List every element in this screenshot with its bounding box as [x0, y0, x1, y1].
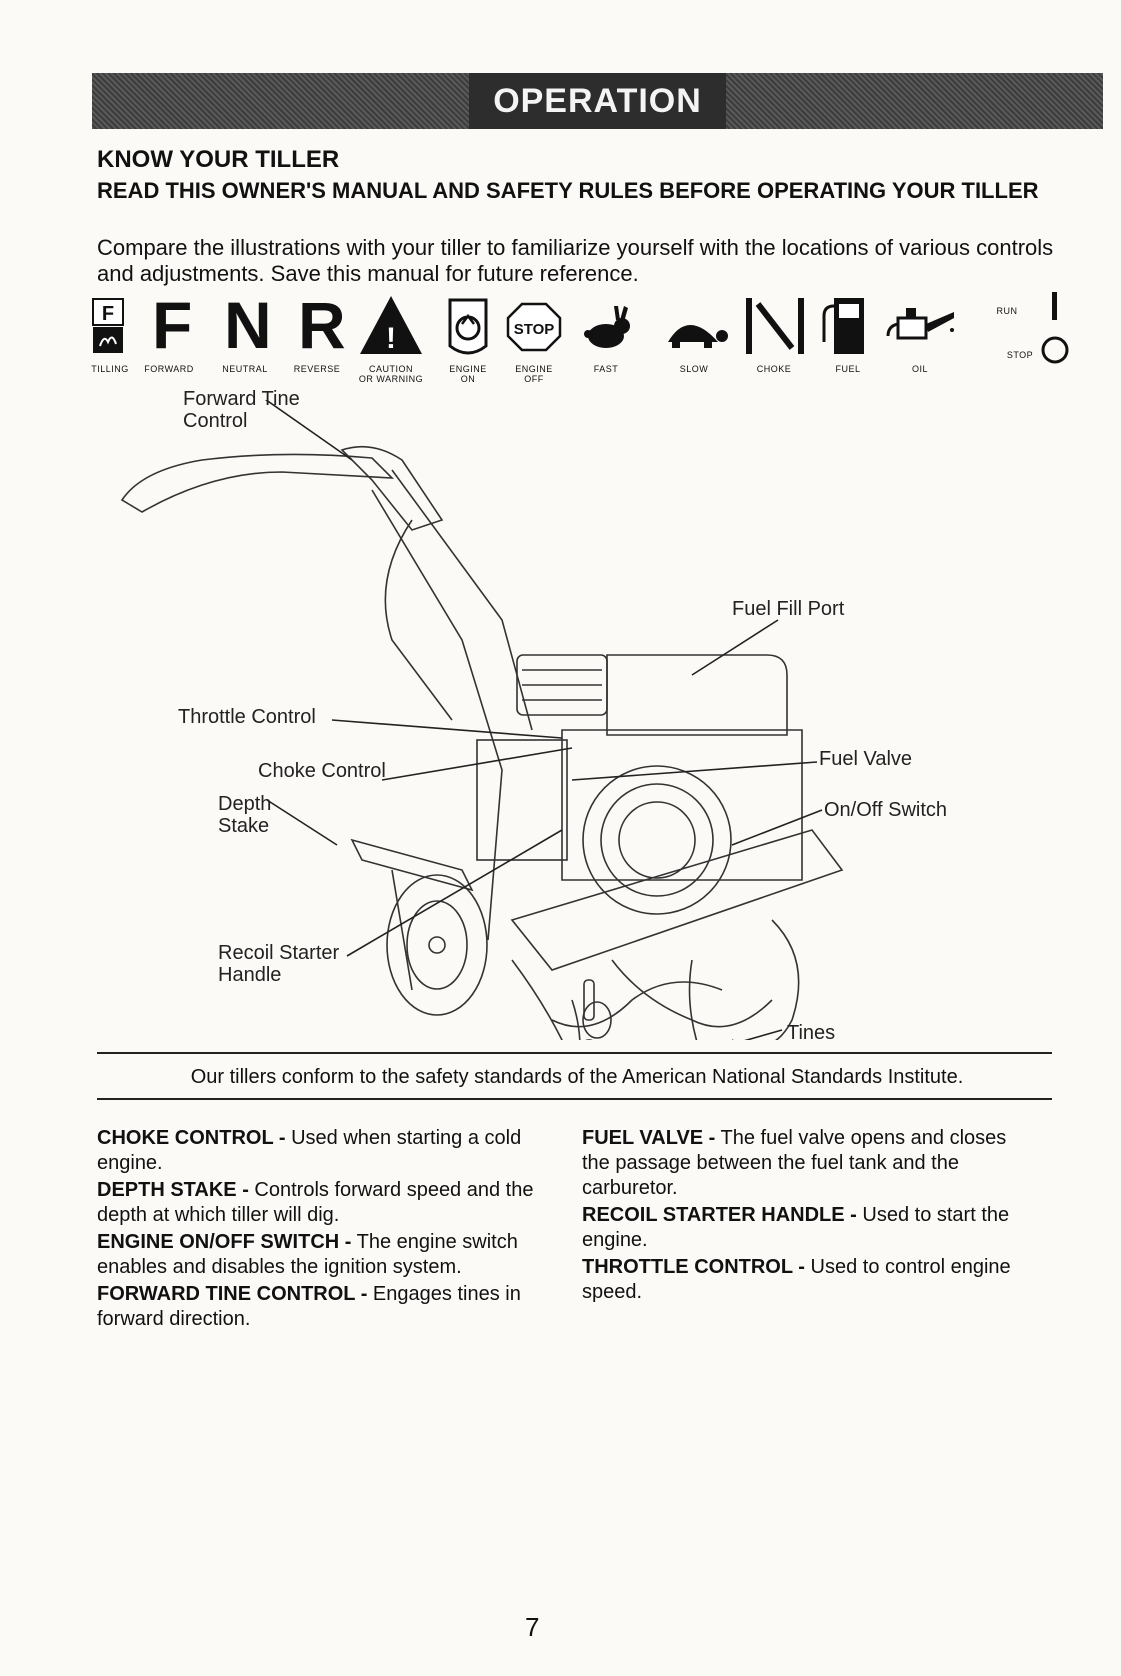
fuel-pump-icon: [820, 294, 876, 358]
definition-text: Engages tines in forward direction.: [97, 1283, 521, 1330]
tines-callout: Tines: [787, 1022, 836, 1044]
definition-text: Used when starting a cold engine.: [97, 1127, 522, 1174]
page-subheading: READ THIS OWNER'S MANUAL AND SAFETY RULE…: [97, 178, 1039, 203]
svg-text:!: !: [386, 322, 396, 355]
definition-text: Used to start the engine.: [582, 1204, 1010, 1251]
on-off-switch-callout: On/Off Switch: [824, 799, 948, 821]
fast-label: FAST: [593, 364, 619, 374]
section-banner: OPERATION: [92, 73, 1103, 129]
oil-can-icon: [884, 304, 958, 350]
definition-choke-control: CHOKE CONTROL - Used when starting a col…: [97, 1126, 537, 1176]
definition-fuel-valve: FUEL VALVE - The fuel valve opens and cl…: [582, 1126, 1022, 1201]
term-label: CHOKE CONTROL -: [97, 1127, 286, 1149]
svg-text:STOP: STOP: [514, 321, 555, 338]
turtle-icon: [658, 312, 732, 352]
caution-label: CAUTION OR WARNING: [358, 364, 424, 384]
neutral-icon: N: [224, 288, 272, 362]
rabbit-icon: [576, 304, 636, 354]
fuel-valve-callout: Fuel Valve: [819, 748, 913, 770]
choke-control-callout: Choke Control: [258, 760, 386, 782]
symbol-legend: F TILLING F FORWARD N NEUTRAL R REVERSE …: [91, 292, 1103, 418]
slow-label: SLOW: [679, 364, 709, 374]
page-heading: KNOW YOUR TILLER: [97, 146, 340, 173]
tilling-label: TILLING: [91, 364, 129, 374]
engine-on-icon: [444, 294, 492, 358]
oil-label: OIL: [911, 364, 928, 374]
run-stop-icon: [1040, 292, 1070, 382]
choke-icon: [742, 294, 808, 358]
term-label: DEPTH STAKE -: [97, 1179, 249, 1201]
term-label: THROTTLE CONTROL -: [582, 1256, 805, 1278]
term-label: RECOIL STARTER HANDLE -: [582, 1204, 857, 1226]
engine-on-label: ENGINE ON: [449, 364, 487, 384]
depth-stake-callout: Depth Stake: [218, 793, 272, 837]
page-number: 7: [525, 1612, 540, 1642]
recoil-starter-handle-callout: Recoil Starter Handle: [218, 942, 340, 986]
definition-depth-stake: DEPTH STAKE - Controls forward speed and…: [97, 1178, 537, 1228]
throttle-control-callout: Throttle Control: [178, 706, 316, 728]
definition-forward-tine-control: FORWARD TINE CONTROL - Engages tines in …: [97, 1282, 537, 1332]
definition-text: The engine switch enables and disables t…: [97, 1231, 518, 1278]
stop-label: STOP: [1006, 350, 1034, 360]
standards-notice: Our tillers conform to the safety standa…: [190, 1066, 964, 1088]
choke-label: CHOKE: [756, 364, 792, 374]
term-label: FORWARD TINE CONTROL -: [97, 1283, 368, 1305]
definition-throttle-control: THROTTLE CONTROL - Used to control engin…: [582, 1255, 1022, 1305]
definition-text: Controls forward speed and the depth at …: [97, 1179, 534, 1226]
definition-text: Used to control engine speed.: [582, 1256, 1011, 1303]
engine-off-label: ENGINE OFF: [515, 364, 553, 384]
definition-recoil-starter-handle: RECOIL STARTER HANDLE - Used to start th…: [582, 1203, 1022, 1253]
top-divider: [97, 1052, 1052, 1054]
forward-label: FORWARD: [144, 364, 194, 374]
bottom-divider: [97, 1098, 1052, 1100]
section-banner-box: OPERATION: [469, 73, 726, 129]
section-title: OPERATION: [493, 81, 702, 120]
tilling-icon: F: [92, 298, 128, 354]
definition-engine-switch: ENGINE ON/OFF SWITCH - The engine switch…: [97, 1230, 537, 1280]
term-label: FUEL VALVE -: [582, 1127, 716, 1149]
engine-off-icon: STOP: [506, 302, 562, 352]
term-label: ENGINE ON/OFF SWITCH -: [97, 1231, 352, 1253]
intro-paragraph: Compare the illustrations with your till…: [97, 235, 1054, 286]
reverse-icon: R: [298, 288, 346, 362]
definitions-right-column: FUEL VALVE - The fuel valve opens and cl…: [582, 1126, 1022, 1307]
tiller-diagram: Forward Tine Control Fuel Fill Port Thro…: [92, 388, 1103, 1121]
forward-icon: F: [152, 288, 193, 362]
caution-icon: !: [356, 292, 426, 358]
fuel-label: FUEL: [835, 364, 861, 374]
svg-text:F: F: [102, 303, 114, 325]
run-label: RUN: [996, 306, 1018, 316]
neutral-label: NEUTRAL: [222, 364, 268, 374]
reverse-label: REVERSE: [293, 364, 341, 374]
forward-tine-control-callout: Forward Tine Control: [183, 388, 300, 432]
fuel-fill-port-callout: Fuel Fill Port: [732, 598, 845, 620]
definition-text: The fuel valve opens and closes the pass…: [582, 1127, 1007, 1199]
definitions-left-column: CHOKE CONTROL - Used when starting a col…: [97, 1126, 537, 1334]
